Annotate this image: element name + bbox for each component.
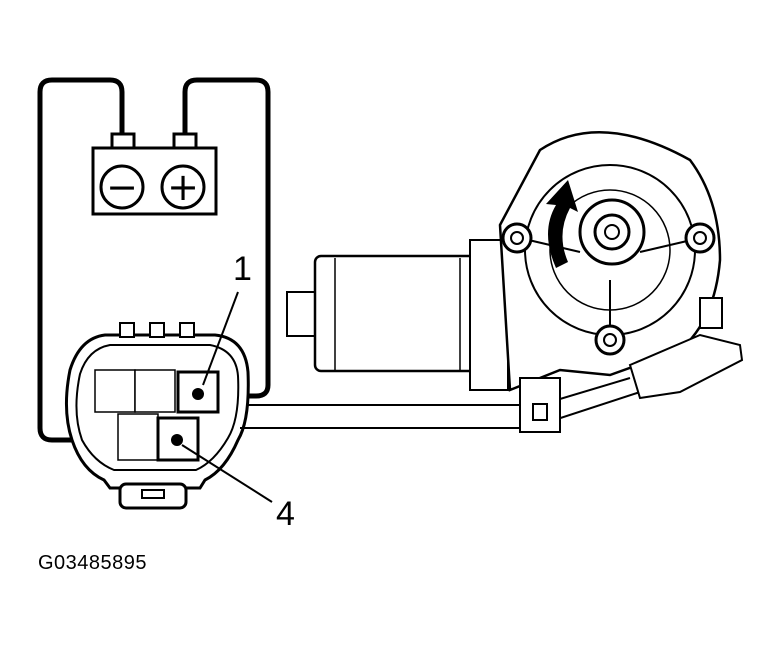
leader-line-pin-4 xyxy=(181,444,273,503)
jumper-wires xyxy=(37,77,271,443)
battery-positive-terminal xyxy=(160,164,206,210)
output-shaft-center xyxy=(604,224,620,240)
motor-can xyxy=(313,254,492,373)
motor-bracket-slot xyxy=(532,403,548,421)
mounting-bolt-center xyxy=(510,231,524,245)
motor-connector-housing xyxy=(628,333,744,400)
battery: − + xyxy=(91,132,218,216)
connector-tab-2 xyxy=(149,322,165,338)
mounting-bolt-center xyxy=(693,231,707,245)
harness-lower-edge xyxy=(240,391,641,429)
positive-symbol: + xyxy=(167,165,199,209)
motor-end-cap xyxy=(286,291,318,337)
connector-cavity xyxy=(134,369,176,413)
connector-tab-1 xyxy=(119,322,135,338)
connector-pin-1-contact xyxy=(192,388,204,400)
battery-negative-terminal xyxy=(99,164,145,210)
connector-cavity xyxy=(117,413,159,461)
mounting-bolt-center xyxy=(603,333,617,347)
wiring-harness xyxy=(240,377,641,429)
callout-pin-4: 4 xyxy=(276,495,295,533)
harness-upper-edge xyxy=(248,377,631,406)
wiper-motor xyxy=(286,130,744,433)
negative-symbol: − xyxy=(106,165,138,209)
rotation-arrow-icon xyxy=(546,180,578,268)
figure-code: G03485895 xyxy=(38,552,148,574)
connector-tab-3 xyxy=(179,322,195,338)
negative-jumper-wire xyxy=(37,77,165,443)
motor-side-tab xyxy=(699,297,723,329)
positive-jumper-wire xyxy=(182,77,271,399)
leader-lines xyxy=(181,291,273,503)
callout-pin-1: 1 xyxy=(233,250,252,288)
connector-cavity xyxy=(94,369,136,413)
connector-latch-slot xyxy=(141,489,165,499)
motor-connector xyxy=(64,322,250,510)
connector-pin-4-contact xyxy=(171,434,183,446)
leader-line-pin-1 xyxy=(202,291,239,386)
